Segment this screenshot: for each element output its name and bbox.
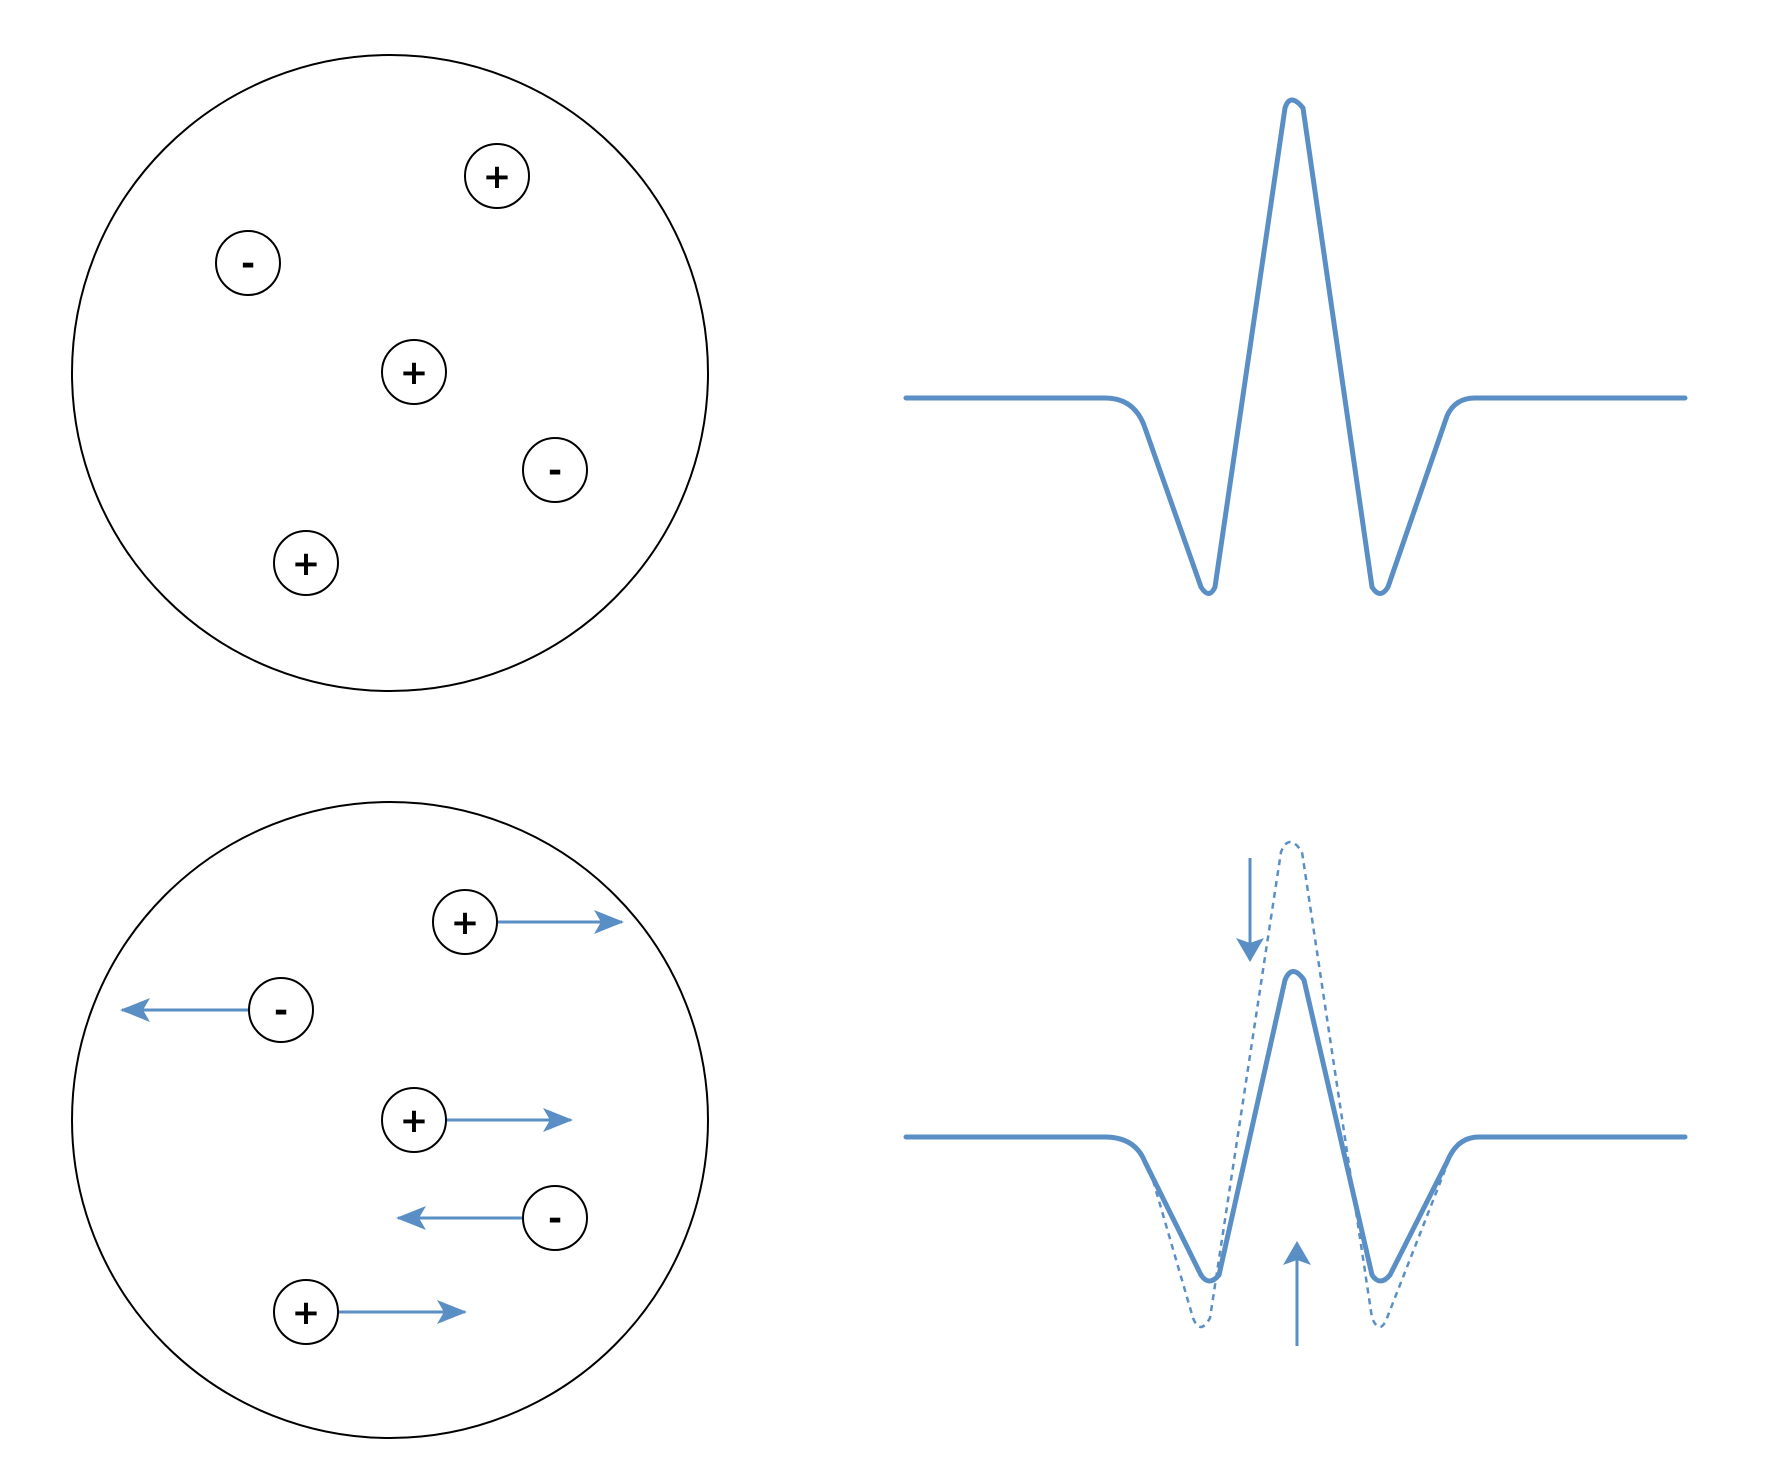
- charge-sign: -: [548, 1199, 562, 1239]
- waveform-bottom: [903, 840, 1688, 1346]
- molecule-bottom: + - + - +: [71, 801, 709, 1439]
- waveform-line: [903, 969, 1688, 1284]
- charge-sign: -: [274, 991, 288, 1031]
- molecule-top: + - + - +: [71, 54, 709, 692]
- charge-sign: +: [451, 903, 480, 943]
- charge-negative: -: [522, 437, 588, 503]
- charge-negative: -: [248, 977, 314, 1043]
- charge-sign: +: [292, 1293, 321, 1333]
- molecule-boundary: [71, 801, 709, 1439]
- waveform-previous-dashed: [1148, 840, 1447, 1329]
- charge-positive: +: [464, 143, 530, 209]
- charge-negative: -: [215, 230, 281, 296]
- waveform-top: [903, 97, 1688, 596]
- charge-sign: +: [400, 1101, 429, 1141]
- charge-sign: +: [292, 544, 321, 584]
- charge-positive: +: [381, 1087, 447, 1153]
- charge-sign: -: [241, 244, 255, 284]
- waveform-line: [903, 97, 1688, 596]
- charge-sign: +: [400, 353, 429, 393]
- charge-sign: +: [483, 157, 512, 197]
- charge-positive: +: [273, 530, 339, 596]
- charge-positive: +: [432, 889, 498, 955]
- charge-positive: +: [273, 1279, 339, 1345]
- molecule-boundary: [71, 54, 709, 692]
- charge-sign: -: [548, 451, 562, 491]
- charge-negative: -: [522, 1185, 588, 1251]
- charge-positive: +: [381, 339, 447, 405]
